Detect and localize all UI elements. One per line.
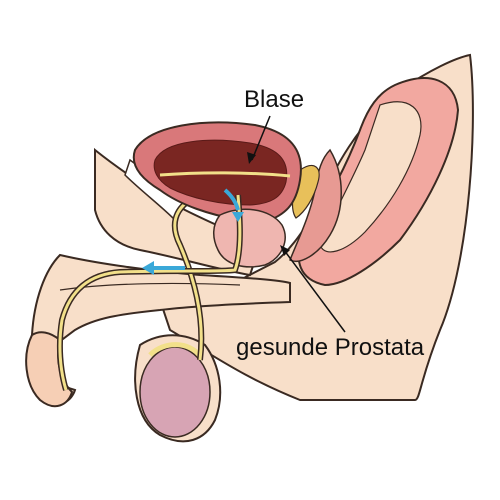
glans <box>25 331 74 408</box>
prostate-leader-line <box>283 249 346 333</box>
urine-flow-arrow-icon <box>232 212 244 222</box>
prostate-label: gesunde Prostata <box>236 334 425 361</box>
urine-flow-arrow-icon <box>223 188 240 211</box>
testis <box>139 346 211 438</box>
prostate <box>213 208 286 268</box>
urethra-inner <box>58 194 242 391</box>
prostate-leader-arrowhead <box>280 245 290 256</box>
vas-deferens-inner <box>173 198 203 361</box>
bladder-label: Blase <box>244 86 305 113</box>
bladder-leader-arrowhead <box>247 152 256 164</box>
urine-flow-arrow-icon <box>142 261 154 275</box>
bladder-fluid-line <box>159 171 291 178</box>
epididymis <box>148 342 203 358</box>
bladder-leader-line <box>251 115 271 161</box>
